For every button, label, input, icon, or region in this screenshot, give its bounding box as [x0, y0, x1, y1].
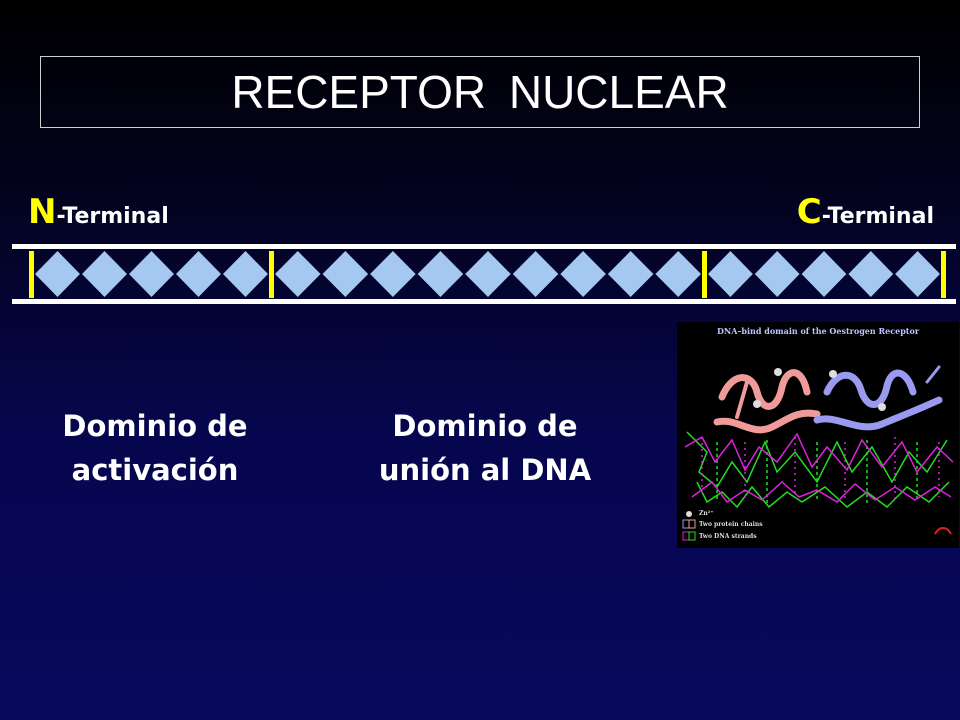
c-terminal-letter: C [796, 192, 822, 232]
legend-zinc: Zn²⁺ [699, 510, 714, 517]
domain-diamond [275, 251, 321, 297]
dna-label-line2: unión al DNA [378, 453, 592, 487]
domain-diamond [35, 251, 80, 297]
c-terminal-suffix: -Terminal [821, 204, 934, 229]
legend-dna-swatch [682, 531, 690, 541]
domain-diamond [417, 251, 464, 297]
dna-magenta-strand [684, 432, 954, 504]
domain-diamond [708, 251, 753, 297]
domain-diamond [754, 251, 800, 297]
domain-diamond [176, 251, 221, 297]
domain-diamond [607, 251, 654, 297]
zinc-ions [753, 368, 886, 411]
legend-zinc-swatch [686, 511, 692, 517]
domain-diamond [82, 251, 127, 297]
domain-diamond [655, 251, 701, 297]
legend-protein-swatch [682, 519, 690, 529]
title-box: RECEPTOR NUCLEAR [40, 56, 920, 128]
c-terminal-label: C-Terminal [797, 192, 934, 232]
domain-diamond [801, 251, 847, 297]
protein-chain-pink [713, 369, 821, 434]
divider-end [941, 251, 946, 298]
domain-diamond [129, 251, 174, 297]
domain-diamond [465, 251, 511, 297]
domain-diamond [322, 251, 369, 297]
n-terminal-suffix: -Terminal [56, 204, 169, 229]
bottom-rail [12, 299, 956, 304]
divider-start [29, 251, 34, 298]
domain-diamond [895, 251, 940, 297]
n-terminal-letter: N [28, 192, 57, 232]
legend-protein-chains: Two protein chains [699, 521, 763, 528]
protein-chain-blue [813, 365, 943, 431]
domain-diamond [223, 251, 268, 297]
dna-binding-structure-image: DNA–bind domain of the Oestrogen Recepto… [677, 322, 959, 548]
structure-title: DNA–bind domain of the Oestrogen Recepto… [716, 326, 920, 336]
divider-dna-ligand [702, 251, 707, 298]
domain-diamond [848, 251, 894, 297]
dna-label-line1: Dominio de [392, 409, 578, 443]
top-rail [12, 244, 956, 249]
divider-activation-dna [269, 251, 274, 298]
activation-label-line2: activación [71, 453, 239, 487]
activation-label-line1: Dominio de [62, 409, 248, 443]
n-terminal-label: N-Terminal [28, 192, 169, 232]
page-title: RECEPTOR NUCLEAR [231, 66, 729, 118]
activation-domain-label: Dominio de activación [20, 404, 290, 492]
domain-diamond [370, 251, 416, 297]
domain-diamond [560, 251, 606, 297]
dna-binding-domain-label: Dominio de unión al DNA [330, 404, 640, 492]
structure-illustration [682, 365, 954, 541]
diamond-layer [35, 251, 940, 297]
corner-logo [934, 527, 952, 535]
legend-dna-strands: Two DNA strands [699, 533, 757, 540]
domain-diamond [512, 251, 559, 297]
